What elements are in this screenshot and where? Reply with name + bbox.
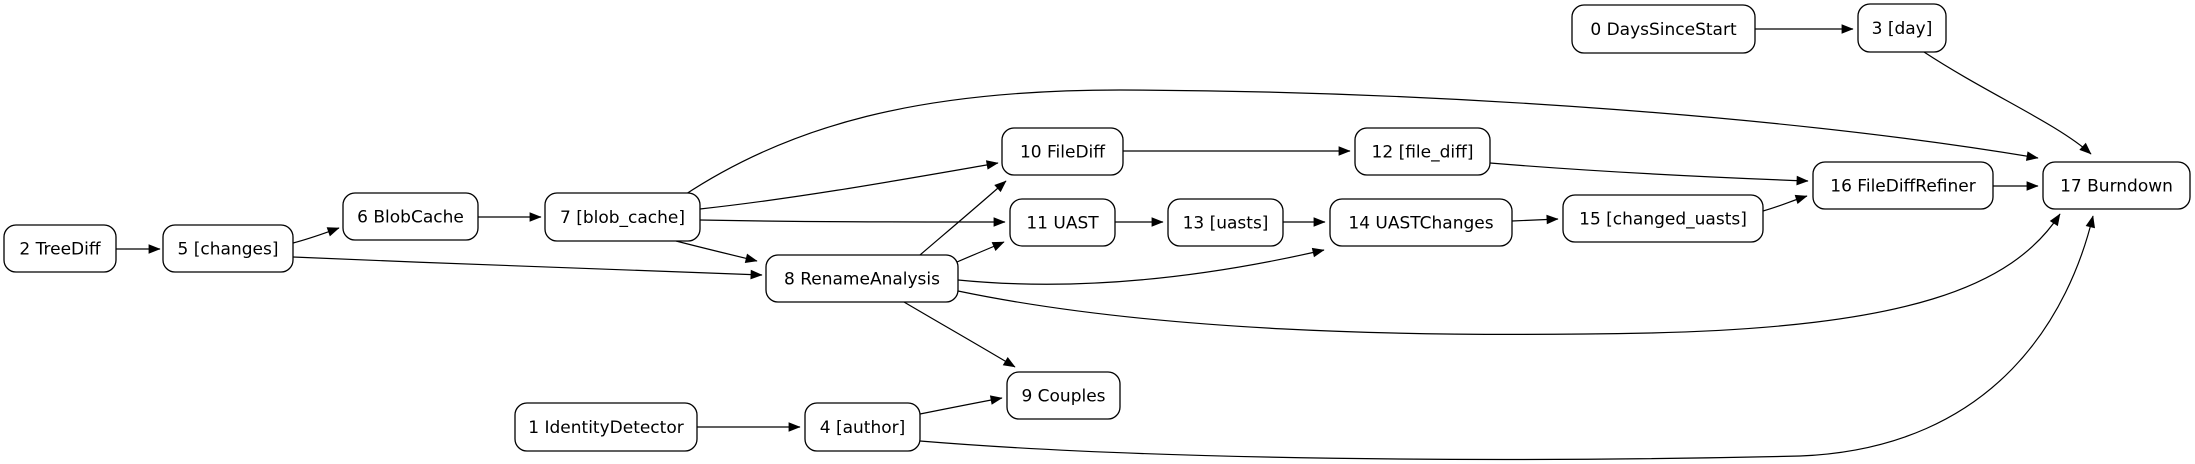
node-box [514,402,698,452]
edge-7-to-11 [699,217,1006,227]
node-label: 1 IdentityDetector [528,418,683,438]
node-label: 9 Couples [1021,387,1105,407]
node-box [2042,161,2191,210]
node-box [162,224,294,273]
node-16-filediffrefiner: 16 FileDiffRefiner [1812,161,1994,210]
node-box [1571,4,1756,54]
node-label: 5 [changes] [178,240,279,260]
node-box [1812,161,1994,210]
node-label: 0 DaysSinceStart [1590,20,1737,40]
node-3-day: 3 [day] [1857,3,1947,53]
node-box [804,402,921,452]
node-5-changes: 5 [changes] [162,224,294,273]
node-label: 13 [uasts] [1183,214,1269,234]
edge-8-to-9 [903,301,1016,368]
edge-8-to-10 [919,180,1007,256]
edge-12-to-16 [1489,162,1809,186]
edge-3-to-17 [1923,51,2092,155]
node-box [1354,127,1491,176]
node-label: 8 RenameAnalysis [784,270,940,290]
edge-7-to-10 [699,160,999,210]
edge-8-to-14 [957,247,1325,285]
edge-5-to-6 [292,227,340,244]
node-17-burndown: 17 Burndown [2042,161,2191,210]
edge-5-to-8 [292,256,763,280]
node-box [1009,198,1116,247]
node-7-blob-cache: 7 [blob_cache] [544,192,701,242]
node-2-treediff: 2 TreeDiff [3,224,117,273]
edges-layer [116,24,2096,461]
node-label: 15 [changed_uasts] [1579,210,1747,230]
node-box [1857,3,1947,53]
node-label: 11 UAST [1026,214,1099,234]
node-4-author: 4 [author] [804,402,921,452]
node-9-couples: 9 Couples [1006,371,1121,420]
node-label: 16 FileDiffRefiner [1830,177,1975,197]
node-label: 6 BlobCache [357,208,464,228]
node-label: 14 UASTChanges [1348,214,1493,234]
node-box [765,254,959,303]
node-13-uasts: 13 [uasts] [1167,198,1284,247]
node-label: 17 Burndown [2060,177,2173,197]
edge-8-to-11 [956,241,1005,263]
edge-7-to-17 [682,89,2039,197]
edge-4-to-17 [919,215,2096,461]
node-box [3,224,117,273]
node-label: 4 [author] [820,418,906,438]
node-15-changed-uasts: 15 [changed_uasts] [1562,194,1764,243]
node-10-filediff: 10 FileDiff [1001,127,1124,176]
node-8-renameanalysis: 8 RenameAnalysis [765,254,959,303]
edge-7-to-8 [675,240,758,263]
node-box [1006,371,1121,420]
edge-4-to-9 [919,395,1003,415]
node-label: 3 [day] [1872,19,1933,39]
node-14-uastchanges: 14 UASTChanges [1329,198,1513,247]
node-box [1562,194,1764,243]
edge-14-to-15 [1511,214,1559,225]
nodes-layer: 2 TreeDiff 5 [changes] 6 BlobCache 7 [blob_… [3,3,2191,452]
node-1-identitydetector: 1 IdentityDetector [514,402,698,452]
node-box [1329,198,1513,247]
node-label: 12 [file_diff] [1372,143,1474,163]
edge-8-to-17 [957,213,2061,336]
node-0-dayssincestart: 0 DaysSinceStart [1571,4,1756,54]
node-box [544,192,701,242]
node-box [342,192,479,241]
node-label: 10 FileDiff [1020,143,1106,163]
node-12-file-diff: 12 [file_diff] [1354,127,1491,176]
node-box [1167,198,1284,247]
node-6-blobcache: 6 BlobCache [342,192,479,241]
node-11-uast: 11 UAST [1009,198,1116,247]
edge-15-to-16 [1762,194,1808,212]
node-label: 2 TreeDiff [19,240,101,260]
node-label: 7 [blob_cache] [560,208,685,228]
node-box [1001,127,1124,176]
